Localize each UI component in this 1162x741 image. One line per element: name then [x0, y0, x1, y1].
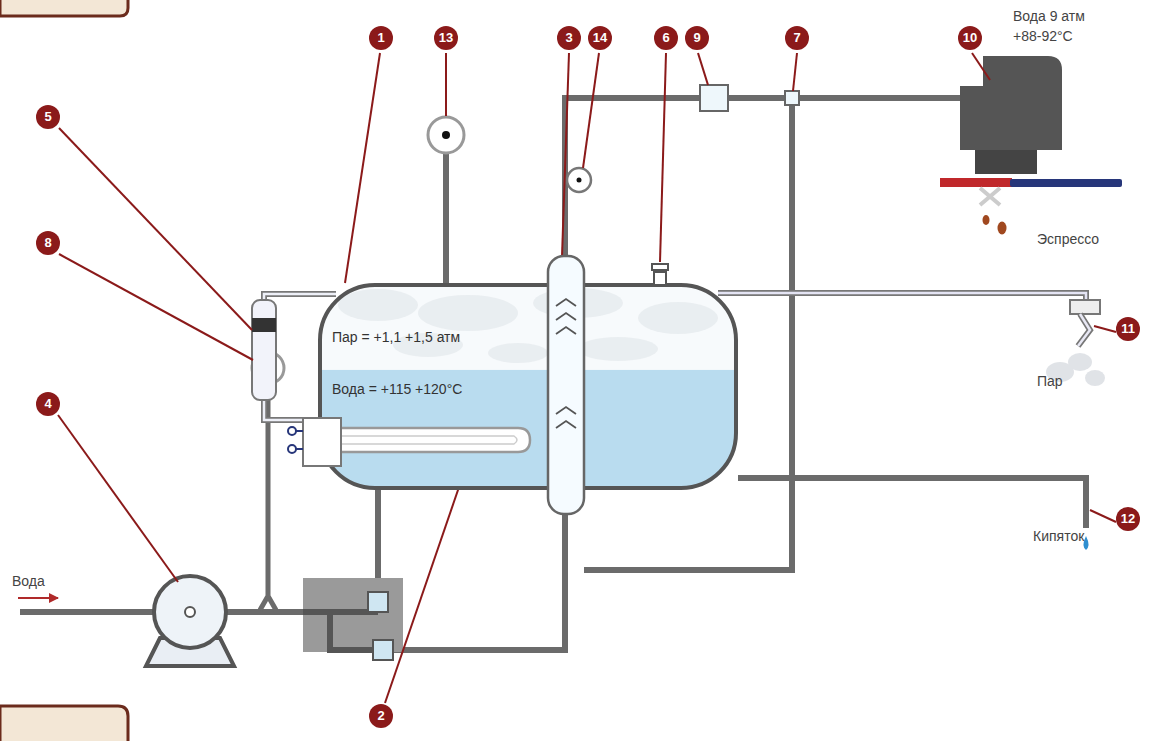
water [320, 370, 736, 488]
valve-pipes [303, 612, 383, 650]
portafilter-handle [1010, 179, 1122, 187]
coffee-drop [983, 215, 990, 225]
heater-contact [288, 445, 296, 453]
callout-number: 4 [36, 392, 60, 416]
separator [252, 300, 276, 400]
callout-number: 12 [1116, 507, 1140, 531]
group-head-base [975, 150, 1037, 174]
steam-cloud [418, 295, 518, 331]
steam-cloud [488, 343, 548, 363]
callout-number: 1 [369, 26, 393, 50]
steam-cloud [638, 302, 718, 334]
safety-valve [652, 264, 668, 284]
heater-contact [288, 427, 296, 435]
boiler-reading: Пар = +1,1 +1,5 атм [332, 328, 460, 346]
corner-tab [0, 0, 128, 16]
leader-lines [58, 53, 1116, 703]
boiler-outline [320, 285, 736, 488]
tee-valve [785, 91, 799, 105]
callout-number: 3 [557, 26, 581, 50]
callout-number: 8 [36, 231, 60, 255]
group-head [960, 56, 1062, 150]
pump-axle [185, 607, 195, 617]
inlet-arrow [18, 597, 58, 599]
gauge-stem [443, 152, 449, 284]
separator-float [252, 318, 276, 332]
steam-cloud [578, 337, 658, 361]
water-spec: Вода 9 атм +88-92°С [1013, 6, 1095, 46]
steam-cloud [338, 289, 418, 321]
water-pipes [20, 98, 1086, 650]
callout-number: 7 [785, 26, 809, 50]
inlet-label: Вода [12, 571, 45, 591]
heater-terminal [303, 418, 341, 466]
pressure-gauge [428, 117, 464, 153]
portafilter [940, 178, 1012, 187]
corner-tab [0, 706, 128, 741]
boiler-reading: Вода = +115 +120°С [332, 380, 462, 398]
valve [368, 592, 388, 612]
steam-wand [1070, 300, 1100, 314]
outlet-label: Пар [1037, 371, 1063, 391]
callout-number: 13 [434, 26, 458, 50]
steam-cloud [533, 288, 623, 318]
coffee-drop [998, 222, 1007, 235]
valve [373, 640, 393, 660]
heat-exchanger [548, 256, 584, 514]
callout-number: 6 [654, 26, 678, 50]
callout-number: 10 [958, 26, 982, 50]
callout-number: 5 [36, 105, 60, 129]
thermometer [567, 168, 591, 192]
steam-wand-tip [1078, 314, 1090, 346]
gauge-needle [442, 131, 450, 139]
boiler: Пар = +1,1 +1,5 атмВода = +115 +120°С [318, 283, 738, 490]
callout-number: 2 [369, 704, 393, 728]
flow-meter [700, 85, 728, 111]
exchanger-chevrons [556, 299, 576, 428]
outlet-label: Эспрессо [1037, 229, 1099, 249]
callout-number: 11 [1116, 317, 1140, 341]
spouts [980, 188, 1000, 205]
callout-number: 14 [588, 26, 612, 50]
pump [154, 576, 226, 648]
outlet-label: Кипяток [1033, 526, 1084, 546]
heating-element [340, 428, 530, 452]
callout-number: 9 [685, 26, 709, 50]
